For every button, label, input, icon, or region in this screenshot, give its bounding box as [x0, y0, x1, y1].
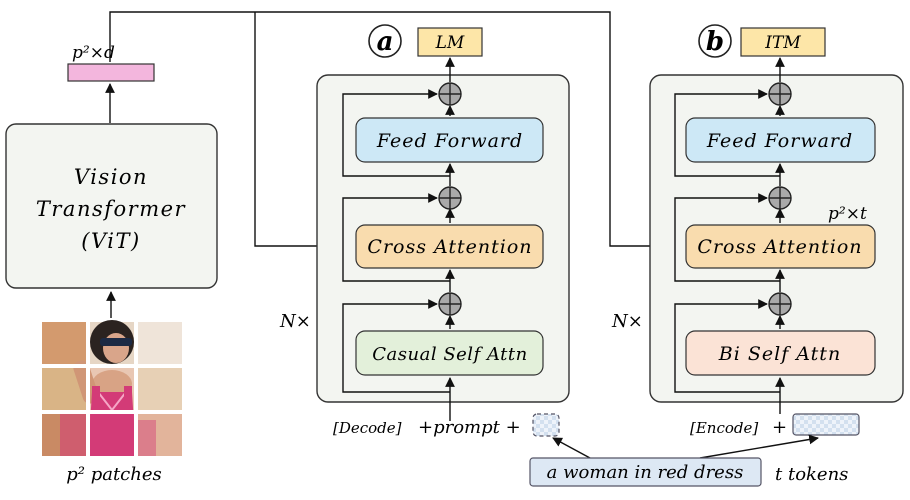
module-b: b ITM Feed Forward Cross Attention Bi Se…: [649, 24, 904, 414]
vit-title-line1: Vision: [74, 165, 148, 189]
badge-b-label: b: [706, 27, 724, 57]
vit-output-embedding: [67, 63, 155, 82]
vit-output-dim-label: p²×d: [72, 43, 115, 63]
badge-a-label: a: [377, 27, 394, 57]
residual-add-icon: [768, 186, 792, 210]
itm-head-label: ITM: [764, 33, 801, 53]
cross-attention-block: [355, 224, 544, 269]
patches-label: p² patches: [66, 464, 162, 485]
casual-self-attn-block: [355, 330, 544, 376]
residual-add-icon: [438, 292, 462, 316]
image-patches: [42, 320, 182, 456]
repeat-label-b: N×: [611, 311, 643, 332]
feed-forward-block: [685, 117, 876, 163]
caption-text: a woman in red dress: [547, 462, 744, 483]
encode-plus-label: +: [772, 417, 787, 438]
residual-add-icon: [768, 82, 792, 106]
vit-title-line3: (ViT): [81, 229, 140, 253]
text-token-slot-a: [532, 413, 560, 437]
feed-forward-label: Feed Forward: [376, 130, 523, 152]
lm-head-label: LM: [435, 33, 465, 53]
prompt-label: +prompt +: [418, 417, 521, 438]
feed-forward-block: [355, 117, 544, 163]
residual-add-icon: [768, 292, 792, 316]
casual-self-attn-label: Casual Self Attn: [372, 344, 527, 365]
encode-token-label: [Encode]: [690, 419, 758, 437]
text-token-arrows: [552, 434, 819, 459]
bi-self-attn-block: [685, 330, 876, 376]
vit-block: Vision Transformer (ViT): [5, 123, 218, 289]
text-feature-dim-label: p²×t: [828, 204, 867, 224]
lm-head: [417, 27, 483, 57]
residual-add-icon: [438, 82, 462, 106]
text-token-slot-b: [792, 413, 860, 436]
tokens-label: t tokens: [775, 464, 848, 485]
bi-self-attn-label: Bi Self Attn: [718, 343, 841, 365]
decode-token-label: [Decode]: [333, 419, 402, 437]
residual-add-icon: [438, 186, 462, 210]
vit-title-line2: Transformer: [36, 197, 187, 221]
cross-attention-block: [685, 224, 876, 269]
module-a: a LM Feed Forward Cross Attention Casual…: [316, 24, 570, 421]
cross-attention-label: Cross Attention: [697, 236, 862, 258]
repeat-label-a: N×: [279, 311, 311, 332]
cross-attention-label: Cross Attention: [367, 236, 532, 258]
itm-head: [740, 27, 826, 57]
feed-forward-label: Feed Forward: [706, 130, 853, 152]
badge-b: [698, 24, 732, 58]
caption-box: [529, 457, 762, 487]
badge-a: [368, 24, 402, 58]
